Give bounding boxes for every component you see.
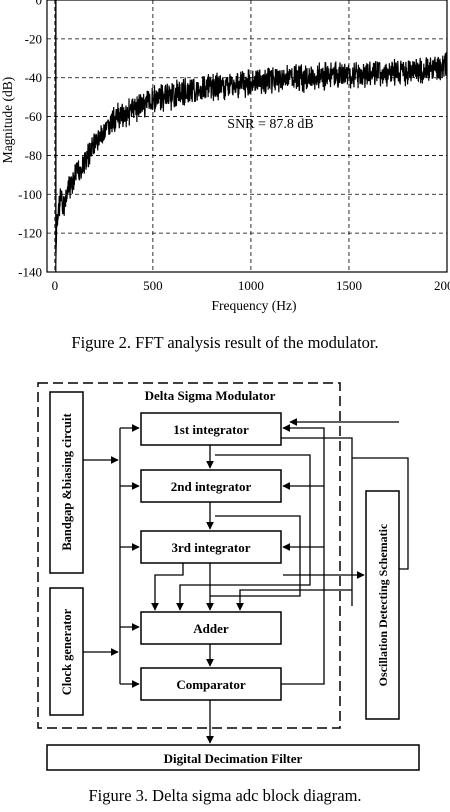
clock-label: Clock generator bbox=[60, 608, 74, 695]
x-axis-label: Frequency (Hz) bbox=[211, 298, 296, 313]
y-tick-label: -100 bbox=[18, 187, 42, 202]
y-tick-label: -20 bbox=[25, 31, 42, 46]
adder-block bbox=[140, 611, 282, 645]
x-tick-label: 500 bbox=[143, 278, 163, 293]
modulator-boundary bbox=[37, 382, 341, 729]
y-tick-label: -40 bbox=[25, 70, 42, 85]
snr-annotation: SNR = 87.8 dB bbox=[227, 117, 313, 132]
integrator1-label: 1st integrator bbox=[173, 422, 249, 437]
integrator1-block bbox=[140, 412, 282, 446]
chart-grid bbox=[47, 0, 447, 272]
integrator2-block bbox=[140, 469, 282, 503]
decimation-filter-block bbox=[46, 744, 420, 771]
y-tick-label: -140 bbox=[18, 265, 42, 280]
decimation-filter-label: Digital Decimation Filter bbox=[164, 751, 303, 766]
y-tick-label: -80 bbox=[25, 148, 42, 163]
x-tick-label: 0 bbox=[52, 278, 59, 293]
integrator2-label: 2nd integrator bbox=[171, 479, 252, 494]
y-tick-label: 0 bbox=[36, 0, 43, 8]
fft-chart: 0 -20 -40 -60 -80 -100 -120 -140 0 500 1000 1500 200… bbox=[0, 0, 450, 313]
plot-frame bbox=[46, 0, 448, 273]
x-tick-label: 1500 bbox=[336, 278, 362, 293]
bandgap-block bbox=[49, 391, 84, 574]
diagram-wires bbox=[83, 418, 409, 744]
comparator-label: Comparator bbox=[176, 677, 246, 692]
y-tick-label: -120 bbox=[18, 226, 42, 241]
series-line bbox=[55, 52, 448, 272]
oscillation-block bbox=[365, 490, 400, 720]
block-diagram: Delta Sigma Modulator Bandgap &biasing c… bbox=[37, 382, 420, 771]
tick-labels: 0 -20 -40 -60 -80 -100 -120 -140 0 500 1000 1500 200… bbox=[18, 0, 450, 293]
adder-label: Adder bbox=[193, 621, 229, 636]
figure3-caption: Figure 3. Delta sigma adc block diagram. bbox=[88, 786, 362, 805]
x-tick-label: 2000 bbox=[434, 278, 450, 293]
integrator3-label: 3rd integrator bbox=[171, 540, 250, 555]
chart-axes bbox=[46, 0, 448, 273]
oscillation-label: Oscillation Detecting Schematic bbox=[376, 523, 390, 686]
bandgap-label: Bandgap &biasing circuit bbox=[60, 413, 74, 551]
clock-block bbox=[49, 587, 84, 716]
y-axis-label: Magnitude (dB) bbox=[0, 77, 15, 164]
x-tick-label: 1000 bbox=[238, 278, 264, 293]
y-tick-label: -60 bbox=[25, 109, 42, 124]
modulator-title: Delta Sigma Modulator bbox=[145, 388, 276, 403]
integrator3-block bbox=[140, 530, 282, 564]
comparator-block bbox=[140, 667, 282, 701]
figure2-caption: Figure 2. FFT analysis result of the mod… bbox=[71, 333, 379, 352]
